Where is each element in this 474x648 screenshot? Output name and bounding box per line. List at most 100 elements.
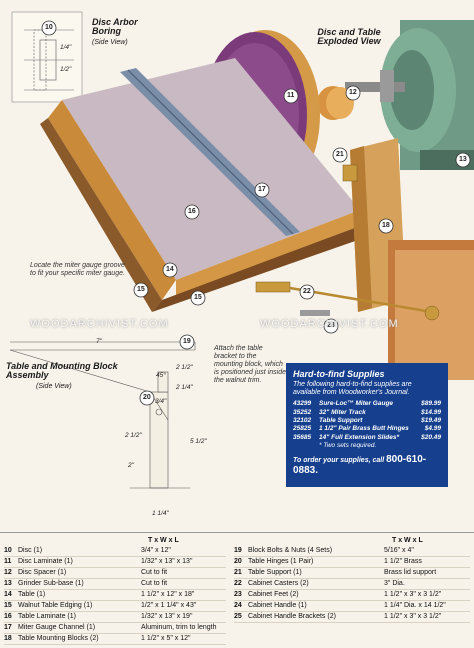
- watermark-right: WOODARCHIVIST.COM: [260, 318, 399, 330]
- part-no: 23: [234, 591, 242, 598]
- callout-21: 22: [303, 288, 311, 295]
- part-no: 24: [234, 602, 242, 609]
- part-size: 1 1/2" x 3" x 3 1/2": [384, 613, 442, 620]
- dim-45: 45°: [156, 372, 166, 379]
- disc-spacer: [317, 86, 354, 120]
- dimension-labels: 1/4" 1/2" 7" 2 1/2" 45° 2 1/4" 2 1/2" 2"…: [60, 44, 207, 517]
- supplies-footnote: * Two sets required.: [319, 442, 377, 450]
- part-name: Cabinet Casters (2): [248, 580, 309, 587]
- callout-14: 14: [166, 266, 174, 273]
- part-size: 1 1/2" x 12" x 18": [141, 591, 195, 598]
- part-size: Brass lid support: [384, 569, 437, 576]
- callout-15a: 15: [137, 286, 145, 293]
- part-name: Table Hinges (1 Pair): [248, 558, 314, 565]
- table-row: 23 Cabinet Feet (2) 1 1/2" x 3" x 3 1/2": [234, 590, 470, 601]
- supplies-box: Hard-to-find Supplies The following hard…: [286, 363, 448, 487]
- part-name: Disc Spacer (1): [18, 569, 67, 576]
- part-no: 18: [4, 635, 12, 642]
- table-row: 18 Table Mounting Blocks (2) 1 1/2" x 5" x…: [4, 634, 226, 645]
- part-no: 12: [4, 569, 12, 576]
- assembly-title-text: Table and Mounting Block Assembly: [6, 361, 118, 381]
- callout-circles: [41, 20, 471, 406]
- part-no: 19: [234, 547, 242, 554]
- supply-desc: 32" Miter Track: [319, 408, 366, 416]
- materials-header-dims: T x W x L: [392, 537, 423, 544]
- part-size: 1 1/2" x 3" x 3 1/2": [384, 591, 442, 598]
- callout-20: 21: [336, 151, 344, 158]
- callout-18b: 20: [143, 394, 151, 401]
- part-no: 14: [4, 591, 12, 598]
- watermark-left: WOODARCHIVIST.COM: [30, 318, 169, 330]
- part-no: 16: [4, 613, 12, 620]
- order-text: To order your supplies, call: [293, 457, 385, 465]
- callout-17: 17: [258, 186, 266, 193]
- part-name: Table Laminate (1): [18, 613, 76, 620]
- callout-13: 13: [459, 156, 467, 163]
- assembly-drawing: [9, 341, 196, 489]
- part-no: 21: [234, 569, 242, 576]
- part-no: 11: [4, 558, 12, 565]
- supply-price: $14.99: [421, 408, 441, 416]
- part-no: 15: [4, 602, 12, 609]
- part-size: 1/32" x 13" x 13": [141, 558, 193, 565]
- dim-5: 5 1/2": [190, 438, 207, 445]
- dim-2-1-2: 2 1/2": [176, 364, 193, 371]
- part-name: Cabinet Feet (2): [248, 591, 299, 598]
- supplies-subheading: The following hard-to-find supplies are …: [293, 381, 412, 397]
- order-line: To order your supplies, call 800-610-088…: [293, 454, 441, 476]
- materials-header: T x W x L: [234, 536, 470, 546]
- supply-desc: Sure-Loc™ Miter Gauge: [319, 400, 394, 408]
- callout-15b: 15: [194, 294, 202, 301]
- bracket-note: Attach the table bracket to the mounting…: [214, 345, 286, 385]
- callout-12: 12: [349, 89, 357, 96]
- supply-desc: Table Support: [319, 416, 363, 424]
- part-no: 10: [4, 547, 12, 554]
- callout-16: 16: [188, 208, 196, 215]
- supply-price: $89.99: [421, 400, 441, 408]
- dim-2: 2": [128, 462, 134, 469]
- part-size: 1 1/2" x 5" x 12": [141, 635, 191, 642]
- supply-no: 35685: [293, 433, 312, 441]
- disc-arbor-title: Disc Arbor Boring (Side View): [92, 17, 152, 46]
- part-size: 3/4" x 12": [141, 547, 171, 554]
- table-row: 12 Disc Spacer (1) Cut to fit: [4, 568, 226, 579]
- callout-10: 10: [45, 24, 53, 31]
- part-name: Table (1): [18, 591, 46, 598]
- callout-labels: 10 11 12 13 14 15 15 16 17 18 19 20 21 2…: [45, 24, 467, 401]
- dim-3-4: 3/4": [155, 398, 167, 405]
- assembly-view: (Side View): [36, 382, 72, 390]
- part-size: 1 1/4" Dia. x 14 1/2": [384, 602, 446, 609]
- dim-2-1-2b: 2 1/2": [125, 432, 142, 439]
- supply-no: 32102: [293, 416, 312, 424]
- callout-19: 19: [183, 338, 191, 345]
- part-size: 1 1/2" Brass: [384, 558, 422, 565]
- part-size: Cut to fit: [141, 569, 168, 576]
- part-no: 20: [234, 558, 242, 565]
- part-size: 5/16" x 4": [384, 547, 414, 554]
- table-row: 14 Table (1) 1 1/2" x 12" x 18": [4, 590, 226, 601]
- supply-desc: 1 1/2" Pair Brass Butt Hinges: [319, 425, 409, 433]
- materials-header: T x W x L: [4, 536, 226, 546]
- part-name: Walnut Table Edging (1): [18, 602, 93, 609]
- grinder-motor: [345, 20, 474, 170]
- part-name: Miter Gauge Channel (1): [18, 624, 96, 631]
- assembly-title: Table and Mounting Block Assembly (Side …: [6, 361, 118, 390]
- supply-price: $4.99: [424, 425, 441, 433]
- supply-price: $20.49: [421, 433, 441, 441]
- table: [40, 58, 360, 312]
- part-name: Disc Laminate (1): [18, 558, 73, 565]
- order-phone: 800-610-0883.: [293, 454, 427, 477]
- miter-note: Locate the miter gauge groove to fit you…: [30, 262, 125, 278]
- part-name: Table Mounting Blocks (2): [18, 635, 99, 642]
